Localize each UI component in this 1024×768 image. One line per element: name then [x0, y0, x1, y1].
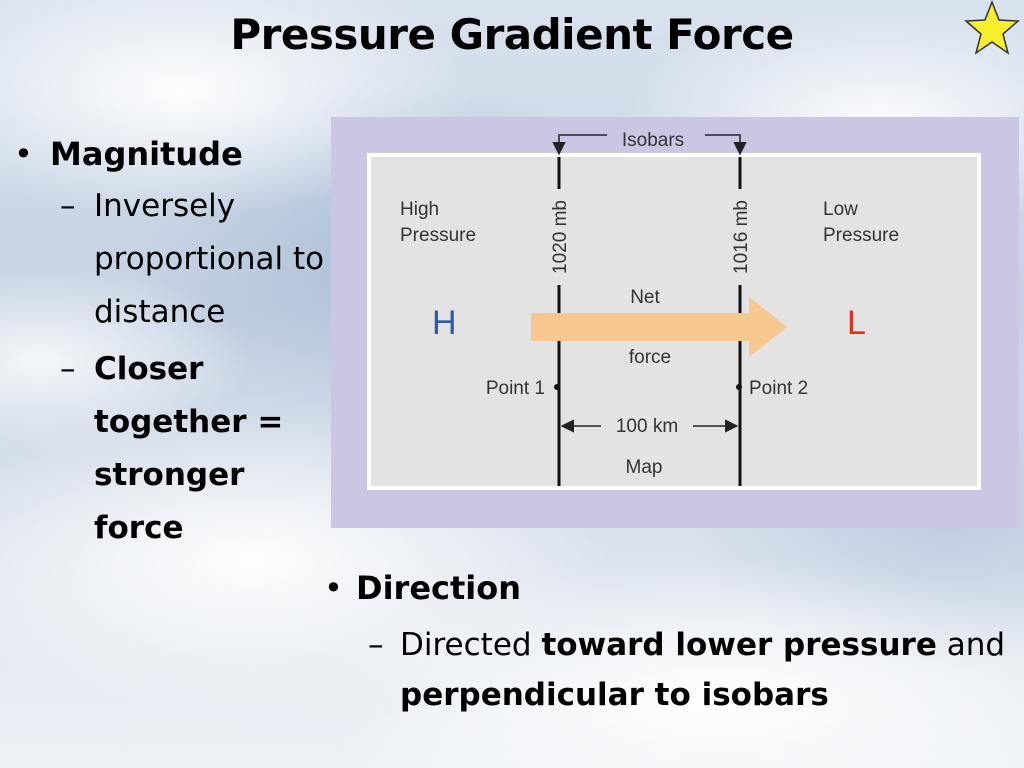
isobar1-value-label: 1020 mb [550, 200, 571, 274]
point2-label: Point 2 [749, 378, 808, 399]
star-icon [964, 0, 1020, 55]
pressure-gradient-diagram: Isobars 1020 mb 1016 mb High Pressure Lo… [331, 117, 1019, 528]
force-label: force [629, 347, 671, 368]
bullet-dash-icon: – [60, 351, 76, 387]
slide-title: Pressure Gradient Force [230, 10, 794, 59]
bullet-text: Closer together = stronger force [94, 351, 284, 546]
high-pressure-label-line1: High [400, 199, 439, 220]
direction-bullets: • Direction – Directed toward lower pres… [322, 562, 1022, 720]
isobar2-value-label: 1016 mb [731, 200, 752, 274]
point1-dot [554, 384, 560, 390]
bullet-dash-icon: – [60, 188, 76, 224]
map-label: Map [626, 457, 663, 478]
net-force-arrow [531, 297, 787, 357]
direction-text-bold1: toward lower pressure [541, 627, 937, 663]
bullet-direction: • Direction [322, 562, 1022, 614]
direction-text-part2: and [936, 627, 1006, 663]
bullet-magnitude: • Magnitude [12, 132, 332, 176]
magnitude-heading: Magnitude [50, 135, 243, 173]
point1-label: Point 1 [486, 378, 545, 399]
bullet-inversely-proportional: – Inversely proportional to distance [12, 180, 332, 339]
isobars-label: Isobars [622, 130, 684, 151]
direction-text-part1: Directed [400, 627, 542, 663]
direction-heading: Direction [356, 569, 522, 607]
low-pressure-label-line1: Low [823, 199, 858, 220]
distance-label: 100 km [616, 416, 678, 437]
bullet-dot-icon: • [14, 135, 33, 173]
bullet-dash-icon: – [368, 627, 384, 663]
point2-dot [736, 384, 742, 390]
direction-text-bold2: perpendicular to isobars [400, 677, 829, 713]
magnitude-bullets: • Magnitude – Inversely proportional to … [12, 132, 332, 555]
bullet-dot-icon: • [324, 569, 343, 607]
low-pressure-label-line2: Pressure [823, 225, 899, 246]
high-pressure-label-line2: Pressure [400, 225, 476, 246]
high-symbol: H [432, 304, 457, 342]
low-symbol: L [847, 304, 866, 342]
bullet-directed-toward: – Directed toward lower pressure and per… [322, 620, 1022, 720]
bullet-text: Inversely proportional to distance [94, 188, 325, 330]
net-label: Net [630, 287, 660, 308]
bullet-closer-together: – Closer together = stronger force [12, 343, 332, 555]
